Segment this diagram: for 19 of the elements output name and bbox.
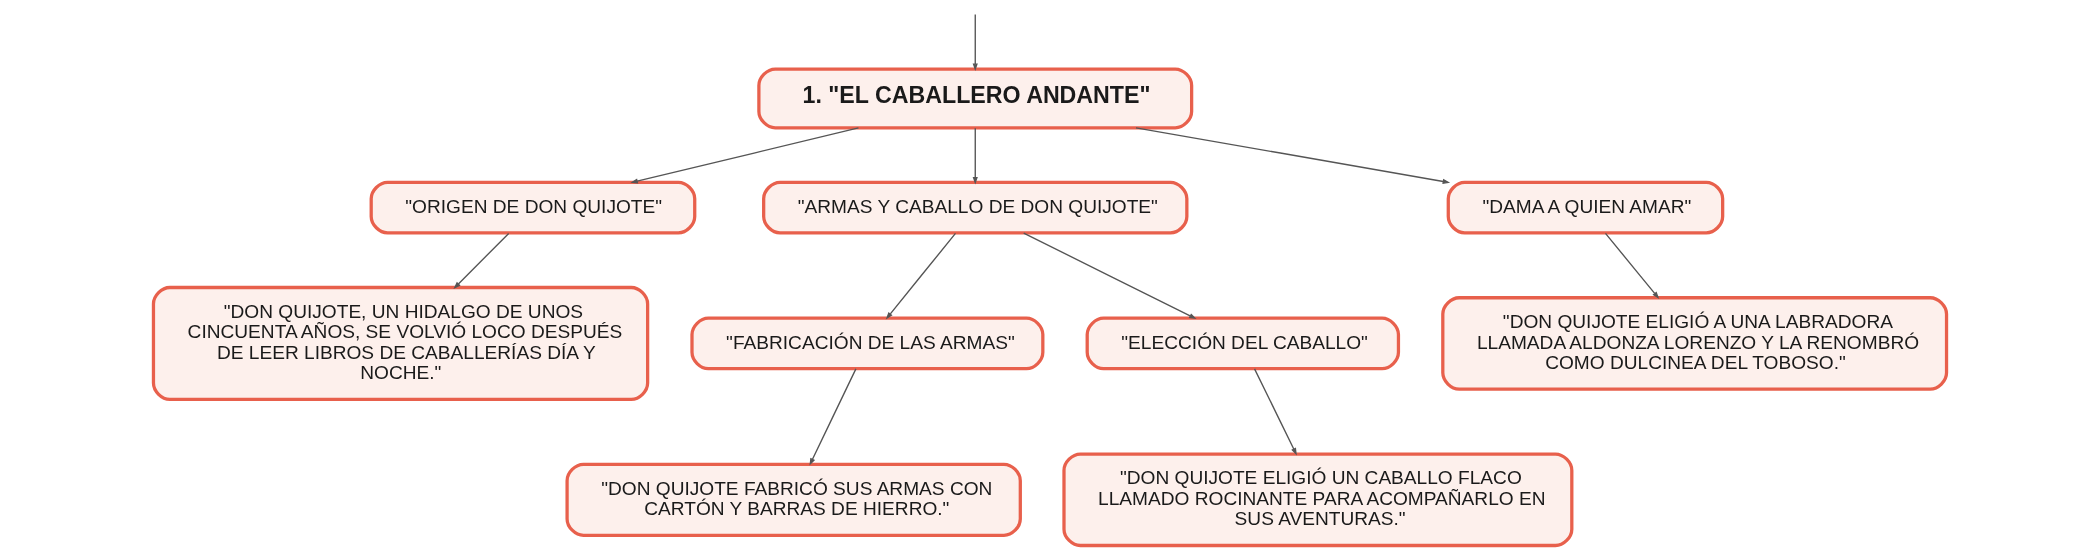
node-box: "FABRICACIÓN DE LAS ARMAS" bbox=[690, 316, 1045, 371]
arrow bbox=[885, 232, 957, 320]
node-box: "DON QUIJOTE ELIGIÓ A UNA LABRADORA LLAMADA ALDONZA LORENZO Y LA RENOMBRÓ COMO DULCINEA DEL TOBOSO." bbox=[1441, 296, 1949, 391]
node-box: 1. "EL CABALLERO ANDANTE" bbox=[757, 67, 1194, 130]
node-box: "ELECCIÓN DEL CABALLO" bbox=[1085, 316, 1401, 371]
arrow bbox=[1604, 232, 1660, 299]
node-box: "DON QUIJOTE, UN HIDALGO DE UNOS CINCUENTA AÑOS, SE VOLVIÓ LOCO DESPUÉS DE LEER LIBROS DE CABALLERÍAS DÍA Y NOCHE." bbox=[151, 285, 650, 402]
arrow bbox=[1023, 232, 1197, 320]
arrow bbox=[972, 13, 978, 71]
node-box: "DON QUIJOTE FABRICÓ SUS ARMAS CON CARTÓN Y BARRAS DE HIERRO." bbox=[565, 462, 1022, 537]
node-box: "ARMAS Y CABALLO DE DON QUIJOTE" bbox=[762, 180, 1189, 235]
arrow bbox=[630, 127, 860, 184]
arrow bbox=[809, 368, 857, 466]
arrow bbox=[1135, 127, 1451, 184]
node-box: "DAMA A QUIEN AMAR" bbox=[1446, 180, 1725, 235]
arrow bbox=[1253, 368, 1297, 456]
node-box: "DON QUIJOTE ELIGIÓ UN CABALLO FLACO LLAMADO ROCINANTE PARA ACOMPAÑARLO EN SUS AVENTURAS." bbox=[1062, 452, 1574, 548]
arrow bbox=[972, 127, 978, 185]
arrow bbox=[453, 232, 510, 289]
